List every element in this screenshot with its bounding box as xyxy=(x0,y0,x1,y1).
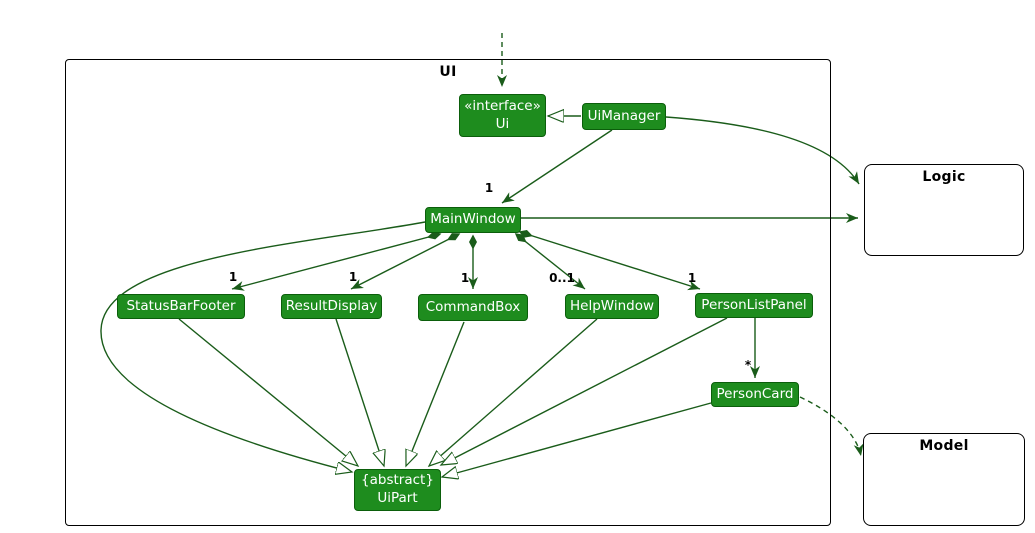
class-helpwindow-name: HelpWindow xyxy=(569,297,654,314)
class-uimanager: UiManager xyxy=(582,103,666,130)
class-ui-interface: «interface» Ui xyxy=(459,94,546,137)
multiplicity-personlistpanel: 1 xyxy=(687,271,697,285)
edge-statusbarfooter-extends-uipart xyxy=(178,318,358,466)
class-personcard-name: PersonCard xyxy=(716,385,794,402)
class-mainwindow: MainWindow xyxy=(425,207,521,233)
edge-uimanager-to-logic xyxy=(665,116,860,185)
class-uipart: {abstract} UiPart xyxy=(354,469,441,511)
model-component-label: Model xyxy=(919,438,969,454)
edge-mainwindow-composes-resultdisplay xyxy=(350,233,461,290)
multiplicity-commandbox: 1 xyxy=(460,271,470,285)
edge-commandbox-extends-uipart xyxy=(406,321,465,466)
class-resultdisplay: ResultDisplay xyxy=(281,294,382,319)
class-helpwindow: HelpWindow xyxy=(565,294,659,319)
class-statusbarfooter-name: StatusBarFooter xyxy=(126,297,236,314)
edge-personcard-extends-uipart xyxy=(442,402,712,477)
class-commandbox-name: CommandBox xyxy=(425,298,521,315)
ui-package-label: UI xyxy=(439,64,457,80)
multiplicity-personcard: * xyxy=(744,358,752,372)
logic-component-box: Logic xyxy=(864,164,1024,256)
edge-uimanager-to-mainwindow xyxy=(501,129,613,204)
model-component-box: Model xyxy=(863,433,1025,526)
class-uipart-modifier: {abstract} xyxy=(361,472,434,489)
class-personlistpanel: PersonListPanel xyxy=(695,293,813,318)
multiplicity-resultdisplay: 1 xyxy=(348,270,358,284)
class-commandbox: CommandBox xyxy=(418,294,528,321)
class-ui-interface-stereotype: «interface» xyxy=(464,97,541,114)
edge-mainwindow-composes-personlistpanel xyxy=(518,229,701,291)
edge-personcard-to-model xyxy=(799,396,864,457)
class-personcard: PersonCard xyxy=(711,382,799,407)
edge-helpwindow-extends-uipart xyxy=(429,318,598,466)
class-uimanager-name: UiManager xyxy=(587,107,661,124)
ui-package-container: UI xyxy=(65,59,831,526)
edge-mainwindow-extends-uipart xyxy=(100,221,426,472)
class-statusbarfooter: StatusBarFooter xyxy=(117,294,245,319)
class-uipart-name: UiPart xyxy=(377,490,418,506)
multiplicity-mainwindow: 1 xyxy=(484,181,494,195)
logic-component-label: Logic xyxy=(922,169,966,185)
multiplicity-helpwindow: 0..1 xyxy=(549,271,575,285)
multiplicity-statusbarfooter: 1 xyxy=(228,270,238,284)
edge-resultdisplay-extends-uipart xyxy=(335,318,384,466)
class-ui-interface-name: Ui xyxy=(495,115,510,132)
class-resultdisplay-name: ResultDisplay xyxy=(285,297,378,314)
edge-personlistpanel-extends-uipart xyxy=(441,317,728,465)
class-personlistpanel-name: PersonListPanel xyxy=(701,296,807,313)
class-mainwindow-name: MainWindow xyxy=(430,211,516,228)
